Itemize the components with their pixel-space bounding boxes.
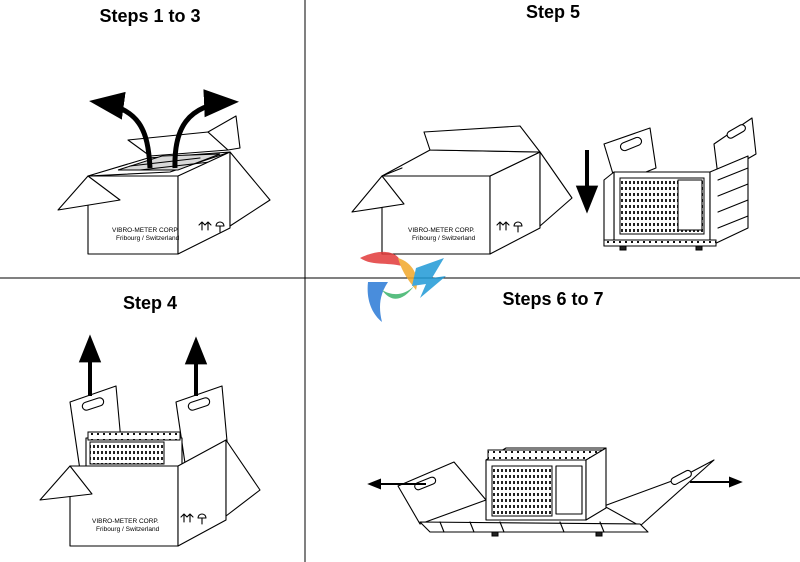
box-label-line2: Fribourg / Switzerland bbox=[116, 235, 180, 242]
rack-on-opened-cushion bbox=[397, 447, 715, 537]
cushion-handle bbox=[619, 136, 643, 152]
lift-arrows bbox=[78, 334, 208, 396]
cushion-handle bbox=[726, 124, 746, 139]
box-label-line2: Fribourg / Switzerland bbox=[96, 526, 160, 533]
spread-cushion-arrows bbox=[367, 476, 743, 490]
umbrella-and-arrows-icon bbox=[496, 221, 523, 233]
box-label-line1: VIBRO-METER CORP. bbox=[112, 227, 179, 234]
rack-in-cushion bbox=[603, 117, 757, 251]
box-label-line2: Fribourg / Switzerland bbox=[412, 235, 476, 242]
empty-open-box: VIBRO-METER CORP. Fribourg / Switzerland bbox=[351, 125, 573, 255]
panel-title-step-5: Step 5 bbox=[526, 2, 580, 22]
panel-step-5: Step 5 VIBRO-METER CORP. Fribourg / Swit… bbox=[351, 2, 757, 255]
panel-step-4: Step 4 VIBRO-METER CORP. Fribourg / Swit… bbox=[39, 293, 261, 547]
open-box-with-cushion: VIBRO-METER CORP. Fribourg / Switzerland bbox=[57, 115, 271, 255]
cushion-handle bbox=[81, 397, 105, 411]
remove-cushion-arrows bbox=[89, 89, 239, 169]
box-with-rack-and-cushion: VIBRO-METER CORP. Fribourg / Switzerland bbox=[39, 385, 261, 547]
panel-steps-1-3: Steps 1 to 3 VIBRO-METER CORP. Fribourg … bbox=[57, 6, 271, 255]
umbrella-and-arrows-icon bbox=[180, 513, 207, 525]
umbrella-and-arrows-icon bbox=[198, 221, 225, 233]
box-label-line1: VIBRO-METER CORP. bbox=[92, 518, 159, 525]
panel-steps-6-7: Steps 6 to 7 bbox=[367, 289, 743, 537]
box-label-line1: VIBRO-METER CORP. bbox=[408, 227, 475, 234]
panel-title-steps-1-3: Steps 1 to 3 bbox=[99, 6, 200, 26]
cushion-handle bbox=[670, 469, 692, 486]
cushion-handle bbox=[187, 397, 211, 411]
panel-title-steps-6-7: Steps 6 to 7 bbox=[502, 289, 603, 309]
colored-logo-watermark bbox=[360, 251, 446, 322]
panel-title-step-4: Step 4 bbox=[123, 293, 177, 313]
